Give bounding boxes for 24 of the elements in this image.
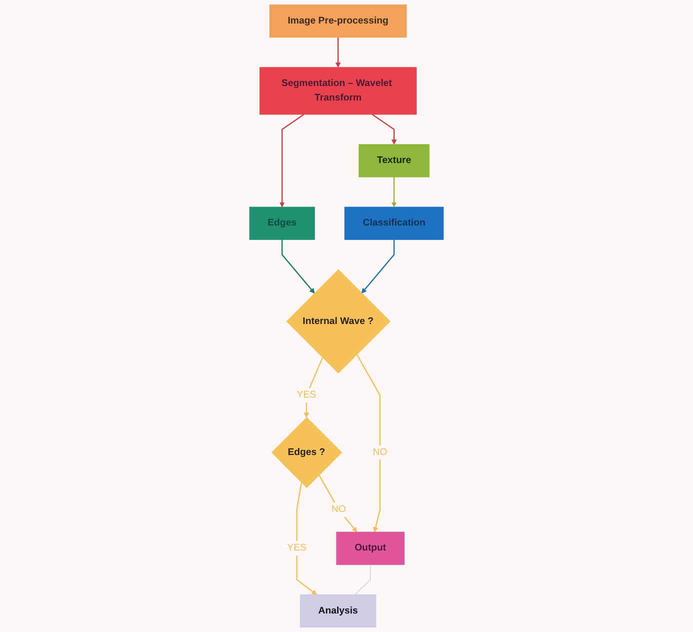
node-box: Texture xyxy=(358,144,430,178)
node-box: Output xyxy=(336,532,404,565)
node-box: Segmentation – Wavelet Transform xyxy=(260,67,417,115)
arrow xyxy=(372,114,397,145)
edge-label: YES xyxy=(287,542,306,554)
edge-label: YES xyxy=(296,390,316,400)
arrow xyxy=(361,240,395,294)
arrow xyxy=(296,482,317,595)
arrow xyxy=(318,474,358,532)
arrow xyxy=(335,37,341,68)
edge-label: NO xyxy=(372,447,388,458)
arrow xyxy=(356,354,381,532)
connector xyxy=(354,564,371,596)
node-box: Classification xyxy=(344,206,444,240)
node-box: Image Pre-processing xyxy=(269,4,407,38)
arrow xyxy=(391,176,397,208)
node-box: Analysis xyxy=(300,594,376,628)
node-diamond: Edges ? xyxy=(271,417,342,488)
node-diamond: Internal Wave ? xyxy=(286,269,390,374)
edge-label: NO xyxy=(331,504,346,515)
arrow xyxy=(281,240,315,294)
arrow xyxy=(304,357,324,418)
arrow xyxy=(279,114,304,208)
node-box: Edges xyxy=(249,206,315,240)
